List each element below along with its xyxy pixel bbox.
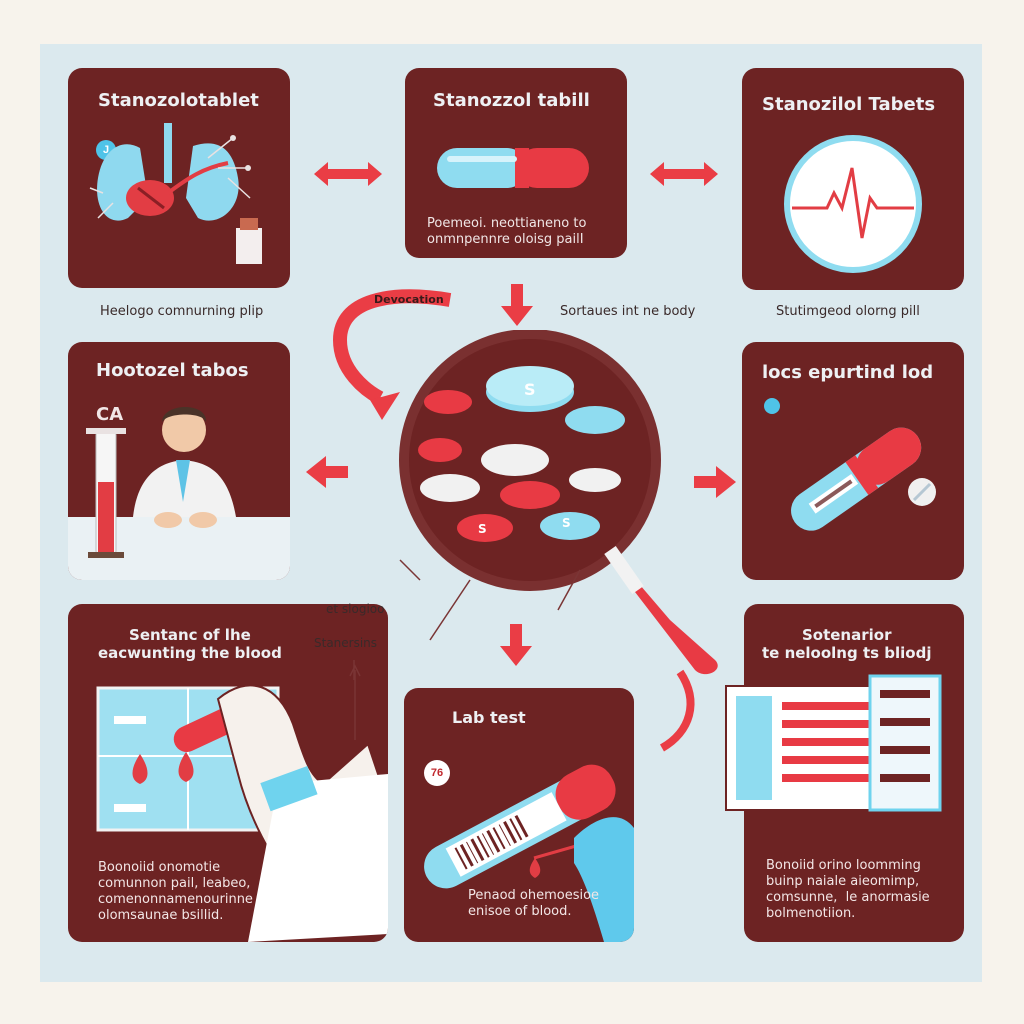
down-arrow-bottom (500, 624, 532, 666)
panel-mid-right: locs epurtind lod (742, 342, 964, 580)
arrow-label: Devocation (374, 293, 444, 306)
pill-imprint: S (524, 380, 536, 399)
panel-description: Boonoiid onomotie comunnon pail, leabeo,… (98, 860, 253, 924)
connector-lines (353, 559, 581, 680)
panel-description: Poemeoi. neottianeno to onmnpennre olois… (427, 216, 586, 248)
step-badge (764, 398, 780, 414)
pill-imprint: S (478, 522, 487, 536)
pill-imprint: S (562, 516, 571, 530)
panel-top-left: Stanozolotablet J (68, 68, 290, 288)
lab-report-document-icon (725, 674, 942, 812)
caption-top-right: Stutimgeod olorng pill (776, 304, 920, 319)
panel-description: Bonoiid orino loomming buinp naiale aieo… (766, 858, 930, 922)
panel-title-text: Sentanc of lhe eacwunting the blood (98, 626, 282, 662)
panel-description-text: Penaod ohemoesioe enisoe of blood. (468, 888, 600, 919)
panel-title: Stanozzol tabill (433, 90, 590, 111)
down-arrow-top (501, 284, 533, 326)
magnifier-pills-illustration (399, 330, 718, 675)
panel-title: Stanozilol Tabets (762, 94, 936, 115)
right-arrow-mid (694, 466, 736, 498)
curved-arrow-bottom-right (659, 669, 695, 752)
panel-bottom-left: Sentanc of lhe eacwunting the blood Boon… (68, 604, 388, 942)
capsule-icon (437, 148, 589, 188)
panel-description: Penaod ohemoesioe enisoe of blood. (468, 888, 599, 920)
panel-title: locs epurtind lod (762, 362, 934, 383)
panel-title: Lab test (452, 708, 526, 727)
scientist-illustration (68, 407, 290, 580)
left-arrow-mid (306, 456, 348, 488)
lungs-icon (89, 123, 262, 264)
panel-title: Stanozolotablet (98, 90, 259, 111)
panel-description-text: Bonoiid orino loomming buinp naiale aieo… (766, 858, 930, 921)
panel-description-text: Boonoiid onomotie comunnon pail, leabeo,… (98, 860, 253, 923)
panel-title: Sentanc of lhe eacwunting the blood (98, 626, 282, 662)
double-arrow-right (650, 162, 718, 186)
blood-test-chart-illustration (96, 684, 388, 942)
step-badge: 76 (424, 760, 450, 786)
panel-bottom-center: Lab test 76 Penaod ohemoesioe enisoe of … (404, 688, 634, 942)
panel-title: Sotenarior te neloolng ts bliodj (762, 626, 931, 662)
double-arrow-left (314, 162, 382, 186)
up-pointer-line (349, 664, 361, 740)
caption-top-center: Sortaues int ne body (560, 304, 696, 319)
panel-top-center: Stanozzol tabill Poemeoi. neottianeno to… (405, 68, 627, 258)
panel-mid-left: Hootozel tabos CA (68, 342, 290, 580)
side-label: et slogioo (326, 602, 385, 616)
panel-description-text: Poemeoi. neottianeno to onmnpennre olois… (427, 216, 587, 247)
test-tube-capsule-icon (791, 427, 936, 531)
panel-title: Hootozel tabos (96, 360, 249, 381)
panel-top-right: Stanozilol Tabets (742, 68, 964, 290)
chemical-label: CA (96, 404, 124, 425)
panel-title-text: Sotenarior te neloolng ts bliodj (762, 626, 932, 662)
caption-top-left: Heelogo comnurning plip (100, 304, 264, 319)
heartbeat-monitor-icon (784, 135, 922, 273)
curved-red-arrow (332, 289, 452, 420)
side-label: Stanersins (314, 636, 378, 650)
blood-sample-tube-icon (424, 764, 634, 942)
